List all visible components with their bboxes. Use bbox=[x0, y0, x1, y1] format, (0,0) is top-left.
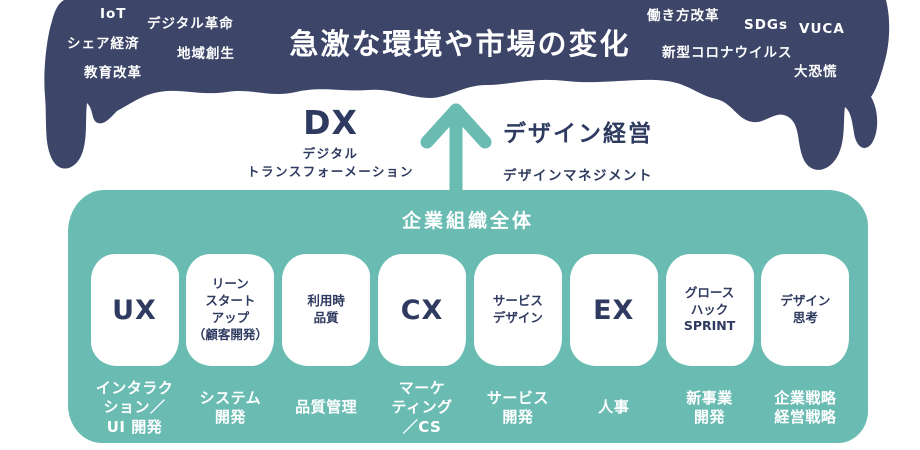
org-card-label: CX bbox=[400, 294, 444, 326]
dx-subtitle: デジタル トランスフォーメーション bbox=[246, 146, 414, 180]
org-caption: 企業戦略 経営戦略 bbox=[774, 388, 837, 427]
change-cloud-shape bbox=[44, 0, 890, 170]
org-caption: 新事業 開発 bbox=[686, 388, 733, 427]
org-column-growth-hack: グロース ハック SPRINT 新事業 開発 bbox=[665, 254, 754, 440]
change-cloud: 急激な環境や市場の変化 IoT デジタル革命 シェア経済 地域創生 教育改革 働… bbox=[0, 0, 920, 200]
cloud-title: 急激な環境や市場の変化 bbox=[289, 27, 631, 61]
org-caption: 人事 bbox=[598, 398, 630, 417]
org-caption: システム 開発 bbox=[199, 388, 262, 427]
org-card-cx: CX bbox=[378, 254, 467, 366]
org-card-ux: UX bbox=[90, 254, 179, 366]
org-caption: サービス 開発 bbox=[486, 388, 549, 427]
org-card-ex: EX bbox=[569, 254, 658, 366]
cloud-keyword-education: 教育改革 bbox=[84, 65, 142, 81]
cloud-keyword-depression: 大恐慌 bbox=[794, 64, 838, 80]
organization-columns: UX インタラク ション／ UI 開発 リーン スタート アップ （顧客開発） … bbox=[90, 254, 850, 440]
cloud-keyword-share: シェア経済 bbox=[67, 36, 140, 52]
org-card-label: デザイン 思考 bbox=[780, 293, 831, 325]
org-card-service-design: サービス デザイン bbox=[473, 254, 562, 366]
org-column-ux: UX インタラク ション／ UI 開発 bbox=[90, 254, 179, 440]
org-card-quality-in-use: 利用時 品質 bbox=[282, 254, 371, 366]
org-card-label: EX bbox=[593, 294, 635, 326]
org-card-label: グロース ハック SPRINT bbox=[683, 284, 736, 334]
org-column-design-thinking: デザイン 思考 企業戦略 経営戦略 bbox=[761, 254, 850, 440]
arrow-up-icon bbox=[420, 103, 492, 199]
org-card-label: UX bbox=[112, 294, 157, 326]
dx-title: DX bbox=[303, 103, 358, 142]
org-card-label: サービス デザイン bbox=[492, 293, 543, 325]
cloud-keyword-vuca: VUCA bbox=[799, 21, 845, 37]
cloud-keyword-corona: 新型コロナウイルス bbox=[662, 45, 793, 61]
dx-label-block: DX デジタル トランスフォーメーション bbox=[228, 106, 433, 181]
org-column-quality-in-use: 利用時 品質 品質管理 bbox=[282, 254, 371, 440]
design-management-subtitle: デザインマネジメント bbox=[503, 168, 653, 184]
cloud-keyword-regional: 地域創生 bbox=[177, 46, 235, 62]
design-management-title: デザイン経営 bbox=[503, 121, 653, 147]
org-column-lean-startup: リーン スタート アップ （顧客開発） システム 開発 bbox=[186, 254, 275, 440]
cloud-keyword-iot: IoT bbox=[100, 6, 127, 22]
cloud-keyword-digital: デジタル革命 bbox=[147, 16, 234, 32]
org-column-ex: EX 人事 bbox=[569, 254, 658, 440]
org-card-design-thinking: デザイン 思考 bbox=[761, 254, 850, 366]
org-caption: マーケ ティング ／CS bbox=[391, 378, 453, 436]
org-column-service-design: サービス デザイン サービス 開発 bbox=[473, 254, 562, 440]
organization-panel: 企業組織全体 UX インタラク ション／ UI 開発 リーン スタート アップ … bbox=[68, 190, 868, 443]
org-card-growth-hack: グロース ハック SPRINT bbox=[665, 254, 754, 366]
org-card-lean-startup: リーン スタート アップ （顧客開発） bbox=[186, 254, 275, 366]
org-card-label: 利用時 品質 bbox=[307, 293, 345, 325]
org-card-label: リーン スタート アップ （顧客開発） bbox=[192, 276, 268, 342]
cloud-keyword-workstyle: 働き方改革 bbox=[647, 8, 720, 24]
org-column-cx: CX マーケ ティング ／CS bbox=[378, 254, 467, 440]
org-caption: 品質管理 bbox=[295, 398, 358, 417]
cloud-keyword-sdgs: SDGs bbox=[744, 17, 789, 33]
design-management-label-block: デザイン経営 デザインマネジメント bbox=[478, 114, 678, 184]
org-caption: インタラク ション／ UI 開発 bbox=[95, 378, 174, 436]
organization-title: 企業組織全体 bbox=[401, 210, 534, 232]
